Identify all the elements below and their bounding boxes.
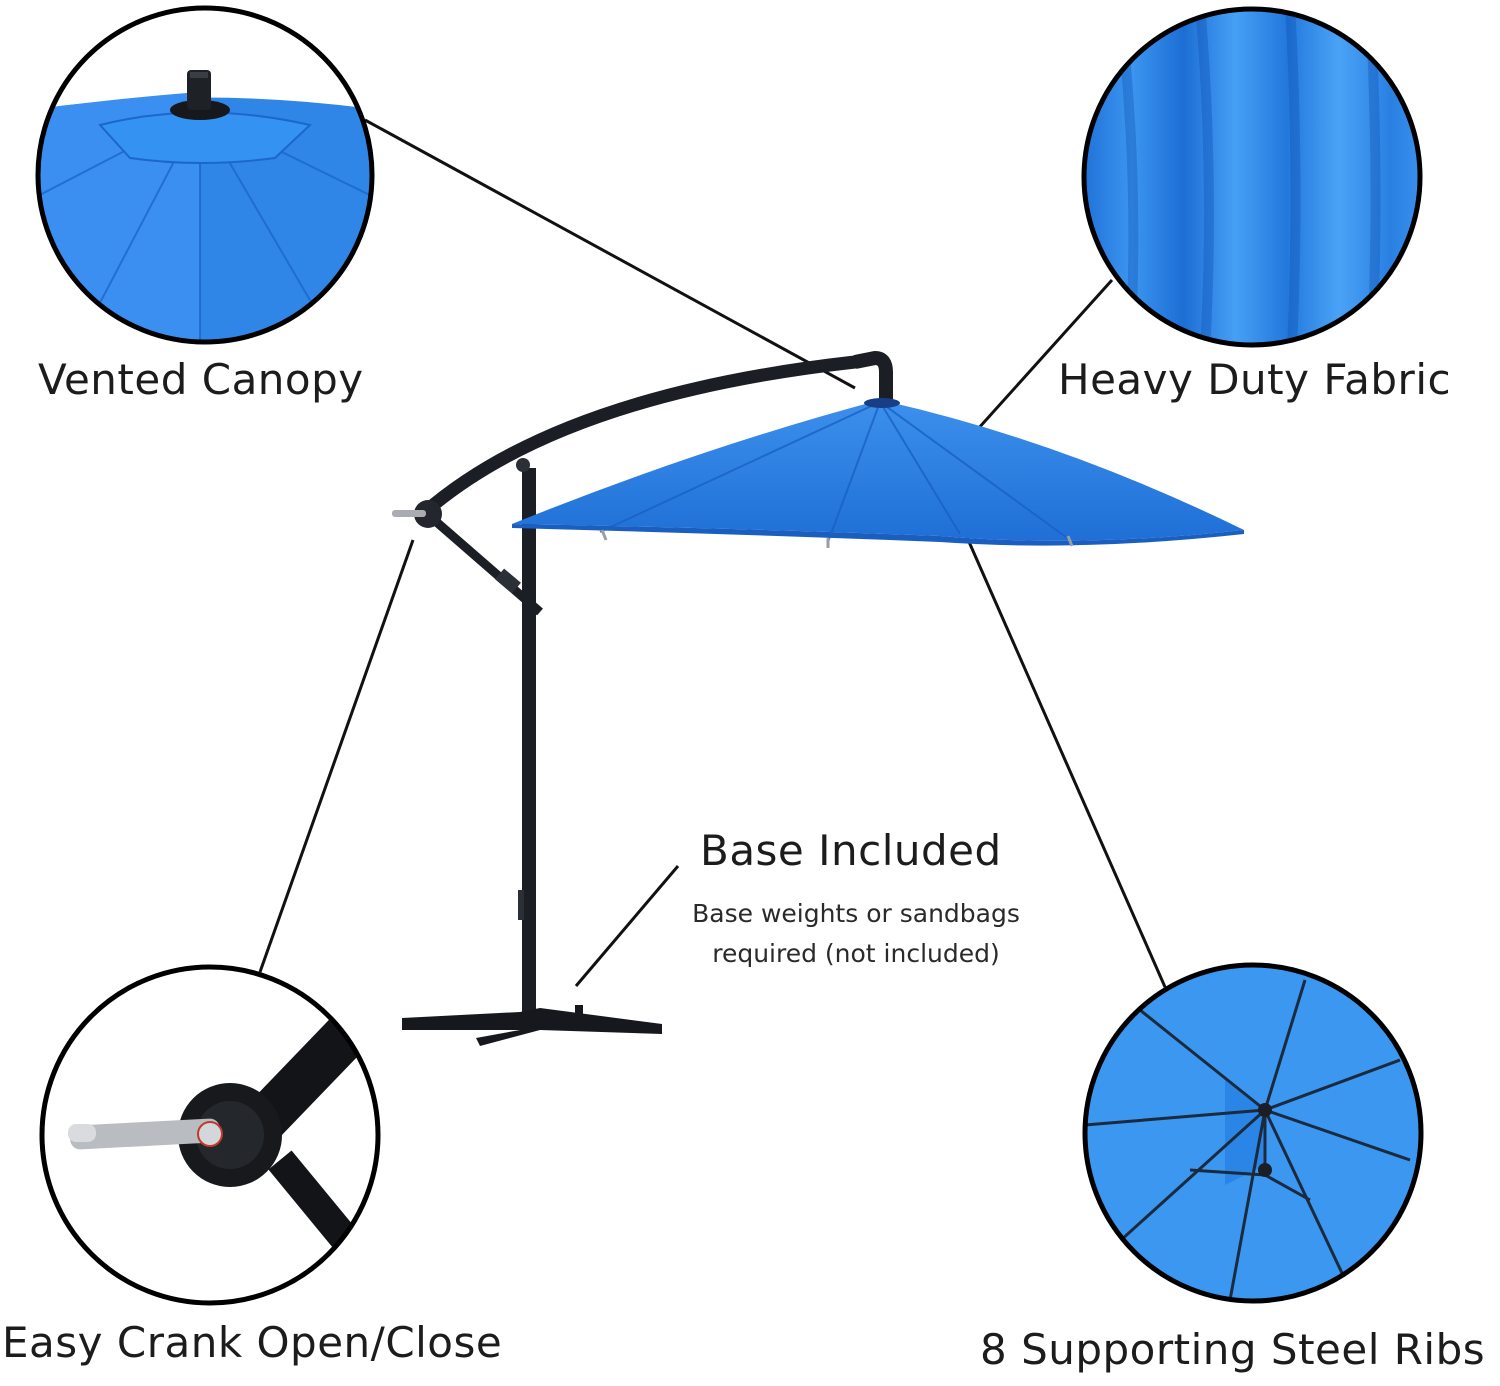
base-note-line2: required (not included) [712, 939, 1000, 968]
cantilever-arm [418, 355, 862, 519]
crank-detail [42, 967, 378, 1303]
heavy-duty-fabric-detail [1084, 9, 1420, 345]
heavy-duty-fabric-label: Heavy Duty Fabric [1058, 355, 1452, 404]
easy-crank-label: Easy Crank Open/Close [2, 1318, 503, 1367]
cross-base [402, 1008, 662, 1046]
steel-ribs-label: 8 Supporting Steel Ribs [980, 1325, 1486, 1374]
base-pointer [574, 865, 680, 987]
callout-lines [258, 118, 1167, 988]
crank-hub [414, 500, 442, 528]
canopy [512, 400, 1244, 541]
vented-canopy-label: Vented Canopy [38, 355, 364, 404]
base-note-line1: Base weights or sandbags [692, 899, 1020, 928]
umbrella [392, 351, 1244, 1046]
umbrella-pole [522, 468, 536, 1023]
crank-pointer [258, 539, 415, 973]
steel-ribs-pointer [964, 534, 1167, 988]
base-included-label: Base Included [700, 826, 1002, 875]
steel-ribs-detail [1085, 965, 1421, 1301]
vented-canopy-detail [38, 8, 372, 342]
heavy-duty-fabric-pointer [966, 278, 1114, 442]
vented-canopy-pointer [364, 118, 856, 390]
